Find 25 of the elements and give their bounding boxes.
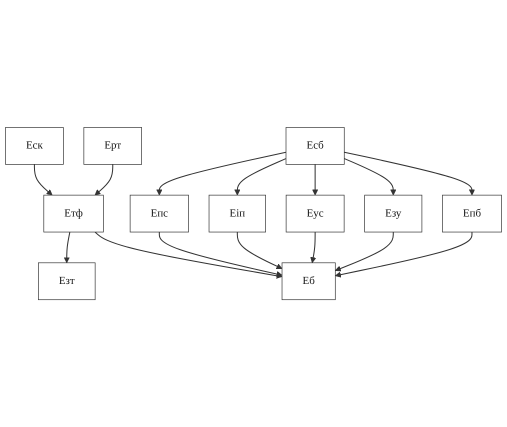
- arrow: [335, 232, 394, 272]
- node-box: Езт: [38, 262, 96, 300]
- node-box: Еск: [5, 127, 64, 165]
- node-box: Есб: [286, 127, 345, 165]
- arrow: [158, 232, 282, 277]
- node-box: Еіп: [208, 194, 266, 232]
- arrow: [234, 158, 286, 196]
- arrow: [236, 232, 282, 269]
- arrow: [156, 152, 286, 196]
- arrow: [94, 164, 114, 196]
- node-box: Епс: [130, 194, 189, 232]
- arrow: [312, 164, 318, 196]
- node-box: Епб: [442, 194, 502, 232]
- arrow: [344, 152, 475, 196]
- node-box: Еус: [286, 194, 344, 232]
- arrow: [335, 232, 472, 278]
- arrow: [94, 232, 282, 279]
- node-box: Етф: [43, 194, 104, 232]
- node-box: Езу: [364, 194, 422, 232]
- node-box: Ерт: [84, 127, 142, 165]
- arrow: [64, 232, 70, 263]
- arrow: [34, 164, 52, 196]
- arrow: [344, 158, 396, 196]
- node-box: Еб: [282, 262, 336, 300]
- arrow: [310, 232, 316, 263]
